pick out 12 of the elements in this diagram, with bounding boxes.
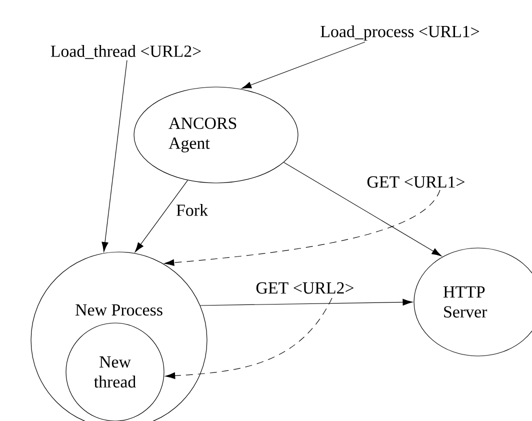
arrow [200, 298, 413, 306]
dashed-arrow [164, 190, 440, 266]
arrow [242, 42, 366, 89]
edge-label: GET <URL2> [256, 282, 354, 294]
arrow [134, 180, 188, 252]
edge-label: Fork [176, 204, 208, 216]
text-label: Load_process <URL1> [320, 25, 480, 41]
arrow [284, 162, 442, 256]
arrow [102, 60, 128, 252]
dashed-arrow [165, 298, 332, 379]
edge-label: GET <URL1> [367, 176, 464, 188]
text-label: Load_thread <URL2> [50, 45, 201, 59]
